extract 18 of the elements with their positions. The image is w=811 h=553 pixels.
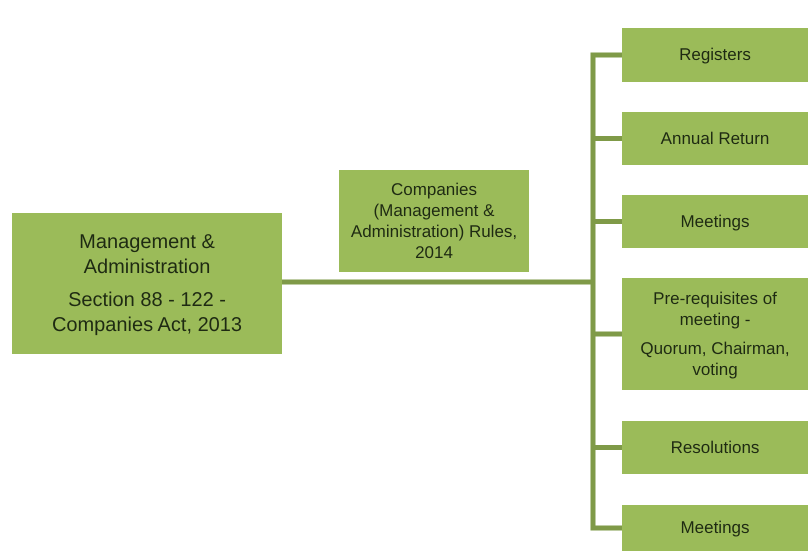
topic-box bbox=[622, 112, 808, 165]
box-text: Annual Return bbox=[660, 128, 770, 150]
topic-box bbox=[622, 278, 808, 390]
box-text: Section 88 - 122 - Companies Act, 2013 bbox=[50, 288, 244, 338]
box-text: Meetings bbox=[680, 517, 750, 539]
topic-box bbox=[339, 170, 529, 272]
box-text: Management & Administration bbox=[78, 230, 216, 280]
topic-box bbox=[622, 195, 808, 248]
box-text: Pre-requisites of meeting - bbox=[652, 288, 778, 330]
box-text: Registers bbox=[679, 44, 751, 66]
box-text: Quorum, Chairman, voting bbox=[639, 338, 791, 380]
box-text: Meetings bbox=[680, 210, 750, 232]
topic-box bbox=[12, 213, 282, 354]
box-text: Resolutions bbox=[670, 436, 760, 458]
topic-box bbox=[622, 28, 808, 82]
box-text: Companies (Management & Administration) Rules, 2014 bbox=[350, 178, 518, 264]
topic-box bbox=[622, 505, 808, 551]
topic-box bbox=[622, 421, 808, 474]
